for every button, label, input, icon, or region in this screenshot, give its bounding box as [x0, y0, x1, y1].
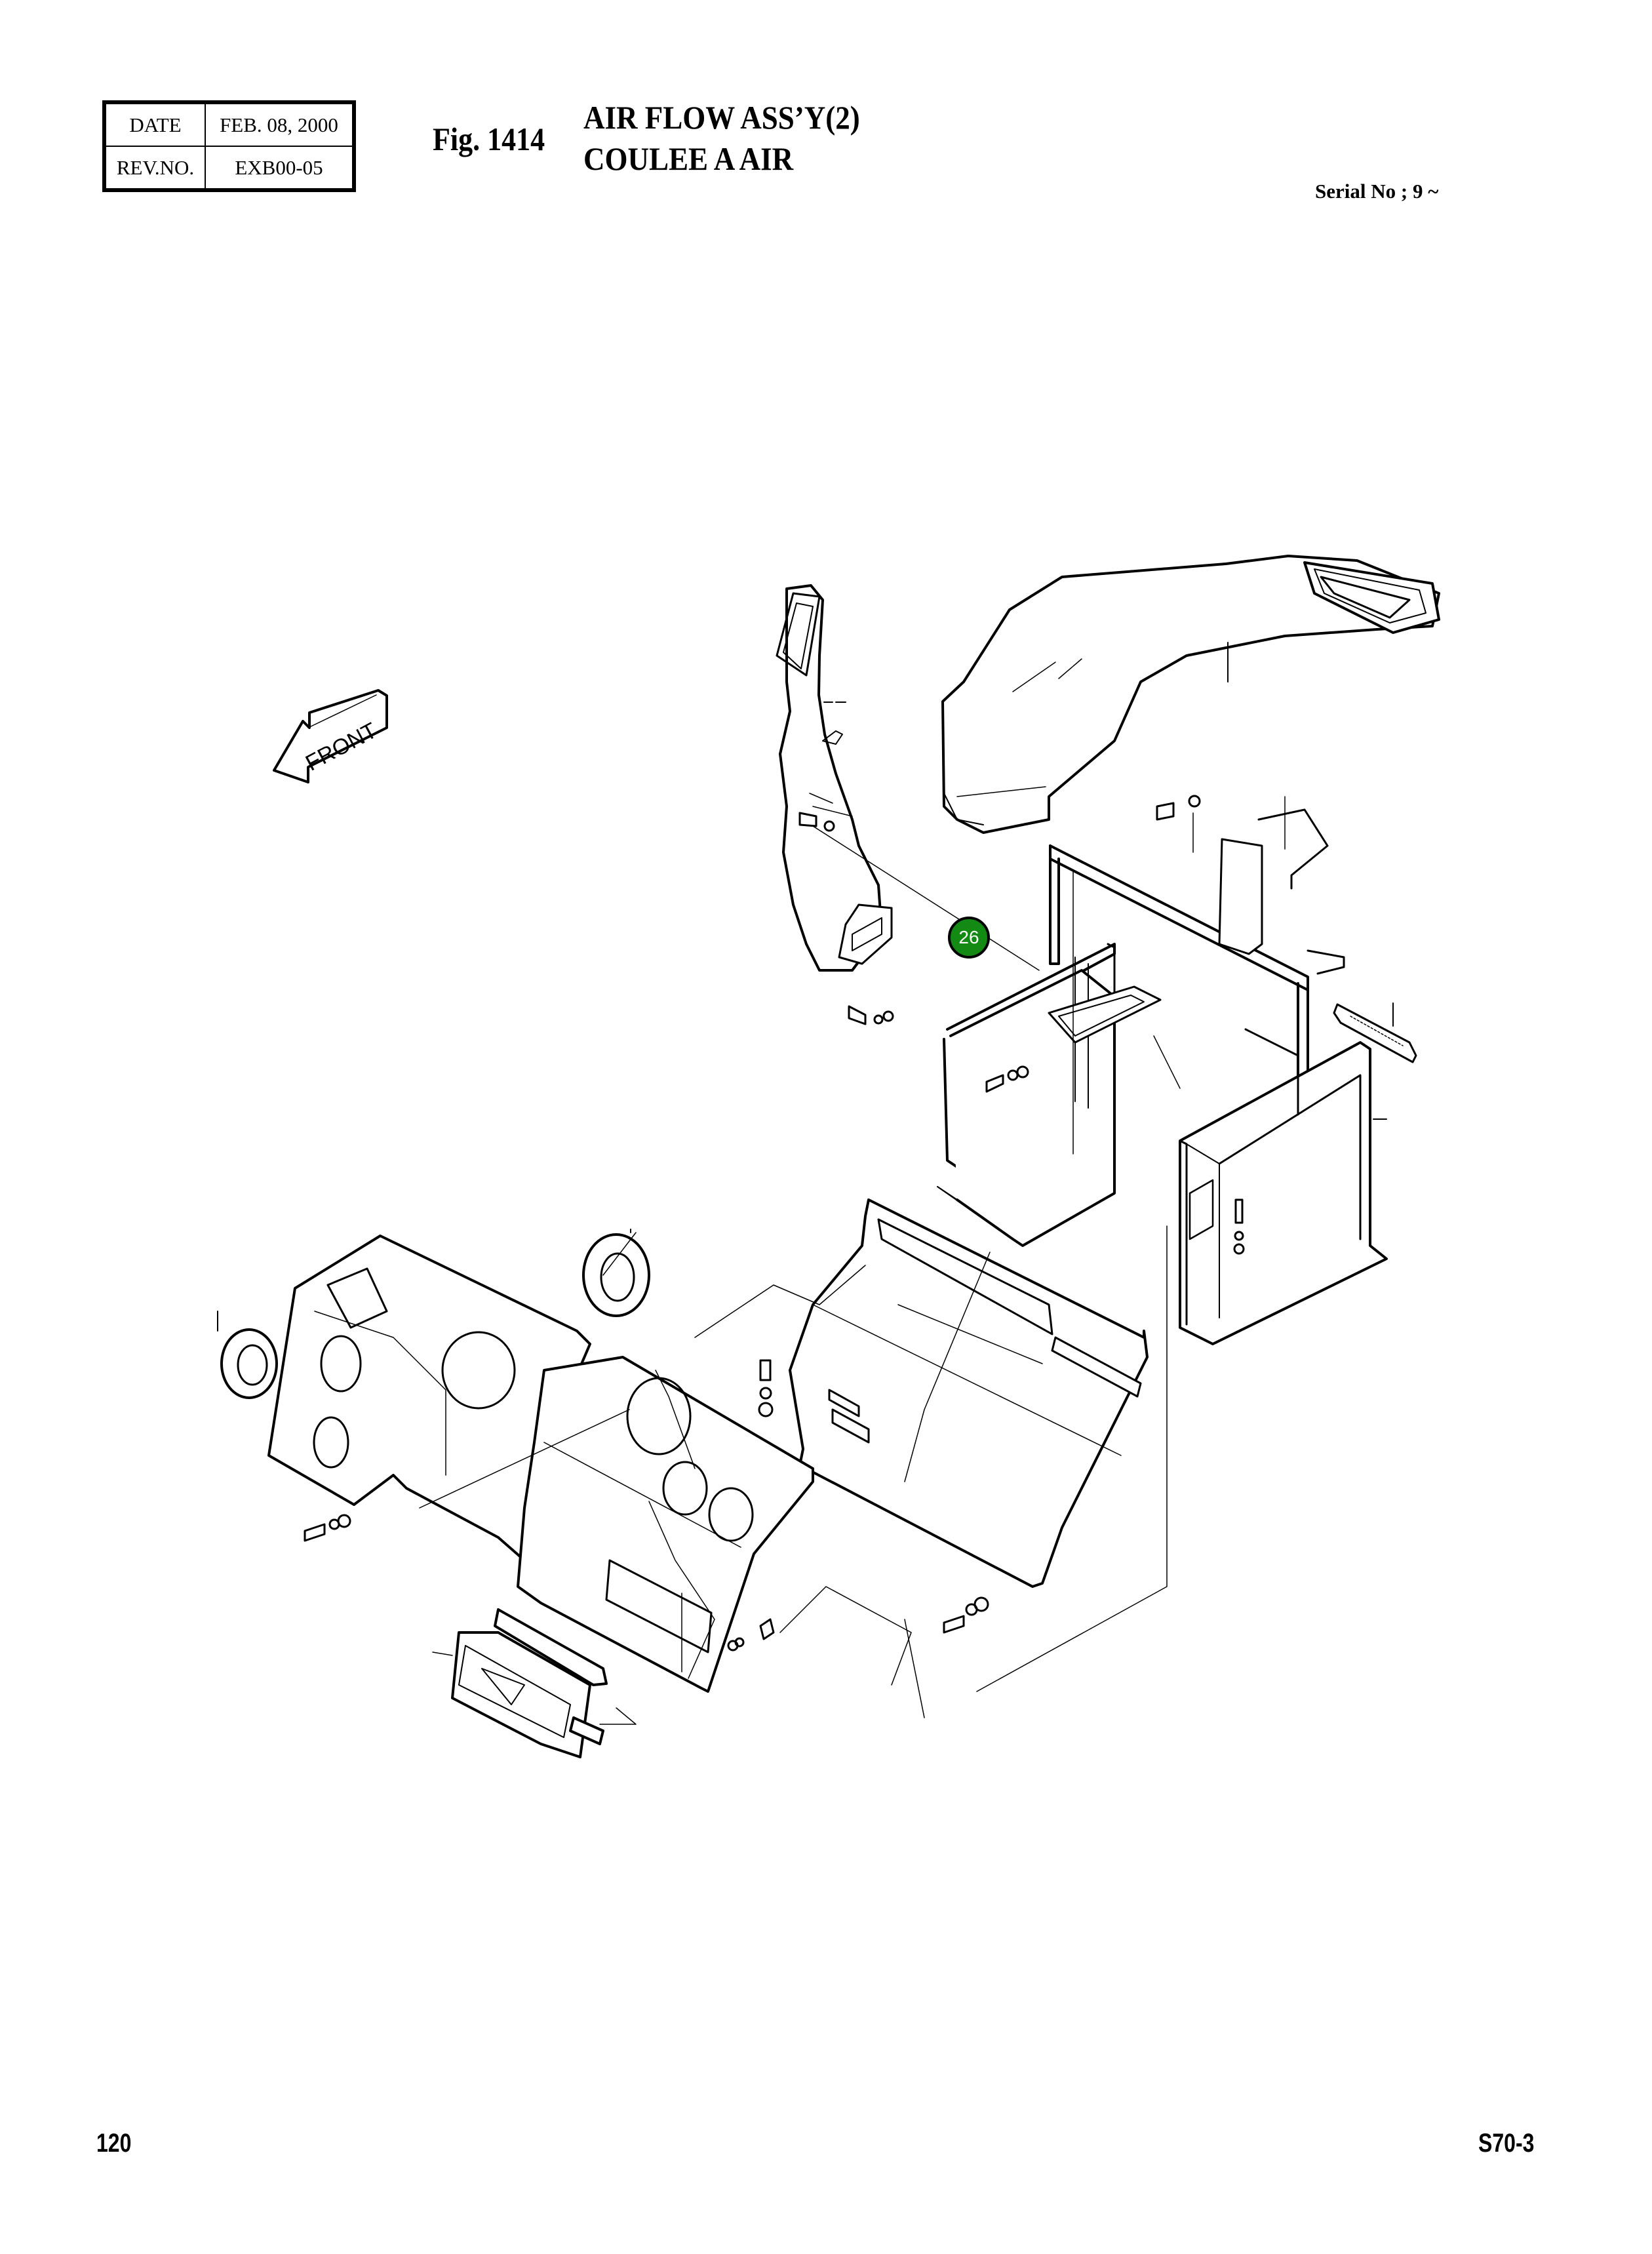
bolt-icon — [1156, 795, 1201, 821]
seal-strips — [494, 1608, 608, 1745]
bolt-icon — [943, 1596, 989, 1634]
callout-badge-26[interactable]: 26 — [948, 917, 990, 959]
left-dash-panel — [267, 1235, 591, 1562]
lower-vent-outlet — [451, 1631, 591, 1758]
frame-bracket — [1218, 808, 1345, 975]
bolt-icon — [304, 1514, 351, 1542]
date-label: DATE — [104, 102, 206, 147]
vent-louver-round-left — [220, 1328, 278, 1399]
inner-duct-connector — [1048, 985, 1162, 1044]
bolt-icon — [985, 1065, 1029, 1093]
leader-lines — [419, 796, 1286, 1725]
title-english: AIR FLOW ASS’Y(2) — [583, 99, 860, 136]
bolt-icon — [798, 812, 835, 832]
title-french: COULEE A AIR — [583, 140, 794, 177]
revision-info-table: DATE FEB. 08, 2000 REV.NO. EXB00-05 — [102, 100, 356, 192]
rev-label: REV.NO. — [104, 146, 206, 191]
bolts-washers — [304, 795, 1245, 1651]
upper-right-curved-duct — [941, 555, 1440, 834]
bolt-icon — [848, 1005, 894, 1025]
figure-number: Fig. 1414 — [433, 121, 545, 157]
front-arrow-icon: FRONT — [273, 689, 388, 783]
left-vertical-duct — [776, 584, 893, 972]
right-console-cover — [789, 1198, 1149, 1588]
model-code: S70-3 — [1478, 2129, 1535, 2158]
page-number: 120 — [96, 2129, 132, 2158]
vent-louver-round-center — [582, 1233, 650, 1317]
bolt-icon — [758, 1359, 774, 1417]
serial-number: Serial No ; 9 ~ — [1315, 180, 1439, 203]
rear-support-frame — [1179, 1028, 1388, 1345]
cable-tie — [1333, 1003, 1417, 1063]
center-dash-panel — [517, 1356, 814, 1693]
bolt-icon — [727, 1618, 775, 1651]
bolt-icon — [1233, 1198, 1245, 1255]
date-row: DATE FEB. 08, 2000 — [104, 102, 355, 147]
date-value: FEB. 08, 2000 — [205, 102, 355, 147]
rev-value: EXB00-05 — [205, 146, 355, 191]
rev-row: REV.NO. EXB00-05 — [104, 146, 355, 191]
